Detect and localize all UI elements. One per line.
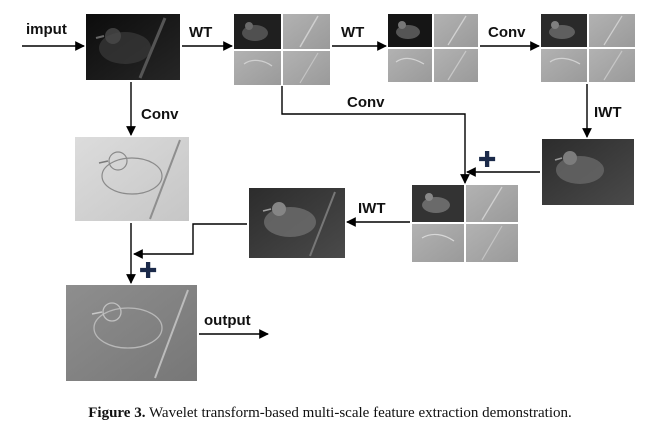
arrow-conv-mid [281,86,470,184]
label-output: output [204,312,251,329]
plus-icon-right: ✚ [478,148,496,173]
label-conv-mid: Conv [347,94,385,111]
conv-feature-map [75,137,189,221]
wavelet-diagram: imput WT WT Conv Conv Conv IWT IWT outpu… [22,14,635,381]
wavelet-subbands-level2 [388,14,478,82]
label-iwt-right: IWT [594,104,622,121]
plus-icon-left: ✚ [139,259,157,284]
arrow-merge-left [133,223,247,259]
output-feature-map [66,285,197,381]
label-iwt-mid: IWT [358,200,386,217]
figure-caption: Figure 3. Wavelet transform-based multi-… [0,405,660,422]
caption-text: Wavelet transform-based multi-scale feat… [148,405,572,421]
label-conv-top: Conv [488,24,526,41]
label-conv-left: Conv [141,106,179,123]
iwt-reconstruction-mid [249,188,345,258]
figure-label: Figure 3. [88,405,146,421]
iwt-reconstruction-right [542,139,634,205]
wavelet-subbands-level1 [234,14,330,85]
merged-subbands [412,185,518,262]
convolved-subbands [541,14,635,82]
label-input: imput [26,21,67,38]
input-image [86,14,180,80]
label-wt2: WT [341,24,364,41]
label-wt1: WT [189,24,212,41]
